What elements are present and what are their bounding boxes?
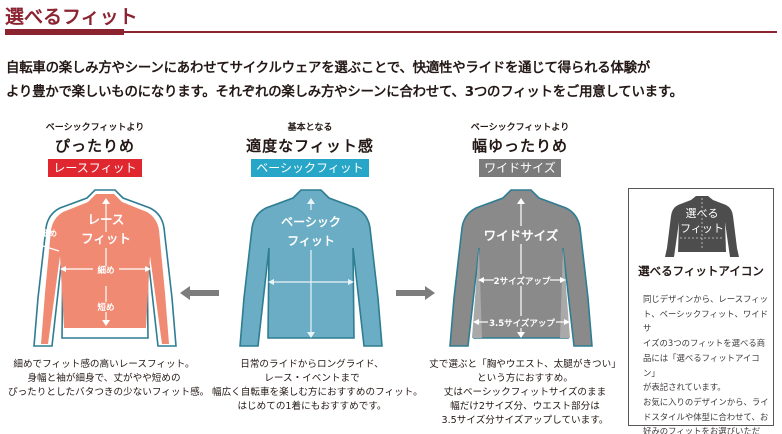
icon-box-text-line: お気に入りのデザインから、ライ: [643, 396, 769, 407]
race-shirt-label-1: レース: [88, 212, 125, 227]
icon-box-text-line: ト、ベーシックフィット、ワイドサ: [643, 308, 768, 334]
icon-box-text-line: 品には「選べるフィットアイコン」: [643, 352, 760, 378]
icon-box-text-line: が表記されています。: [643, 382, 726, 393]
fit-column-wide: ベーシックフィットより 幅ゆったりめ ワイドサイズ: [440, 122, 600, 177]
icon-box-text: 同じデザインから、レースフィッ ト、ベーシックフィット、ワイドサ イズの3つのフ…: [643, 292, 769, 434]
race-shirt-label-2: フィット: [81, 231, 131, 246]
description-line: はじめての1着にもおすすめです。: [237, 401, 387, 412]
description-line: 細めでフィット感の高いレースフィット。: [13, 359, 195, 370]
icon-box-text-line: 同じデザインから、レースフィッ: [643, 294, 769, 304]
icon-box-text-line: 好みのフィットをお選びいただ: [643, 426, 761, 434]
chest-label: 細め: [97, 265, 114, 276]
fit-column-race: ベーシックフィットより ぴったりめ レースフィット: [20, 122, 170, 177]
basic-shirt-label-2: フィット: [287, 234, 335, 248]
fit-heading: ぴったりめ: [54, 137, 135, 155]
race-fit-shirt-illustration: レース フィット 細め 細め 短め: [15, 188, 185, 348]
description-line: 幅広く自転車を楽しむ方におすすめのフィット。: [212, 387, 423, 398]
fit-badge-wide: ワイドサイズ: [479, 159, 561, 177]
fit-column-basic: 基本となる 適度なフィット感 ベーシックフィット: [220, 122, 400, 177]
intro-line-1: 自転車の楽しみ方やシーンにあわせてサイクルウェアを選ぶことで、快適性やライドを通…: [6, 61, 651, 76]
wide-shirt-label: ワイドサイズ: [484, 228, 559, 243]
fit-icon-info-box: 選べる フィット 選べるフィットアイコン 同じデザインから、レースフィッ ト、ベ…: [628, 188, 774, 434]
description-line: 丈で選ぶと「胸やウエスト、太腿がきつい」: [429, 359, 621, 370]
length-label: 短め: [97, 302, 114, 313]
icon-label-1: 選べる: [686, 207, 719, 220]
icon-box-text-line: イズの3つのフィットを選べる商: [643, 338, 766, 349]
description-line: 丈はベーシックフィットサイズのまま: [443, 387, 607, 398]
race-fit-description: 細めでフィット感の高いレースフィット。 身幅と袖が細身で、丈がやや短めの ぴった…: [8, 358, 210, 400]
basic-fit-description: 日常のライドからロングライド、 レース・イベントまで 幅広く自転車を楽しむ方にお…: [212, 358, 423, 414]
intro-text: 自転車の楽しみ方やシーンにあわせてサイクルウェアを選ぶことで、快適性やライドを通…: [6, 57, 683, 105]
description-line: 3.5サイズ分サイズアップしています。: [441, 415, 609, 426]
intro-line-2: より豊かで楽しいものになります。それぞれの楽しみ方やシーンに合わせて、3つのフィ…: [6, 85, 683, 100]
description-line: 日常のライドからロングライド、: [240, 359, 384, 370]
title-underline: [124, 31, 777, 33]
chest-label: 2サイズアップ: [494, 276, 551, 287]
sleeve-label: 細め: [41, 228, 57, 238]
selectable-fit-icon: 選べる フィット: [662, 194, 742, 262]
fit-badge-basic: ベーシックフィット: [251, 159, 369, 177]
fit-subheading: 基本となる: [287, 123, 333, 133]
description-line: という方におすすめ。: [477, 373, 573, 384]
icon-box-text-line: ドスタイルや体型に合わせて、お: [643, 411, 769, 422]
icon-box-title: 選べるフィットアイコン: [638, 264, 764, 278]
fit-badge-race: レースフィット: [48, 159, 142, 177]
basic-shirt-label-1: ベーシック: [281, 215, 341, 229]
fit-heading: 適度なフィット感: [246, 137, 374, 155]
waist-label: 3.5サイズアップ: [489, 318, 555, 329]
fit-heading: 幅ゆったりめ: [471, 137, 568, 155]
arrow-left-icon: [180, 285, 220, 305]
basic-fit-shirt-illustration: ベーシック フィット: [226, 188, 396, 348]
title-underline-accent: [5, 29, 124, 35]
description-line: 身幅と袖が細身で、丈がやや短めの: [27, 373, 181, 384]
page-title: 選べるフィット: [5, 6, 138, 28]
description-line: ぴったりとしたバタつきの少ないフィット感。: [8, 387, 210, 398]
wide-size-shirt-illustration: ワイドサイズ 2サイズアップ 3.5サイズアップ: [436, 188, 606, 348]
icon-label-2: フィット: [680, 222, 724, 235]
description-line: 幅だけ2サイズ分、ウエスト部分は: [450, 401, 600, 412]
description-line: レース・イベントまで: [264, 373, 360, 384]
fit-subheading: ベーシックフィットより: [470, 123, 570, 133]
arrow-right-icon: [395, 285, 435, 305]
wide-size-description: 丈で選ぶと「胸やウエスト、太腿がきつい」 という方におすすめ。 丈はベーシックフ…: [422, 358, 628, 428]
fit-subheading: ベーシックフィットより: [45, 123, 145, 133]
